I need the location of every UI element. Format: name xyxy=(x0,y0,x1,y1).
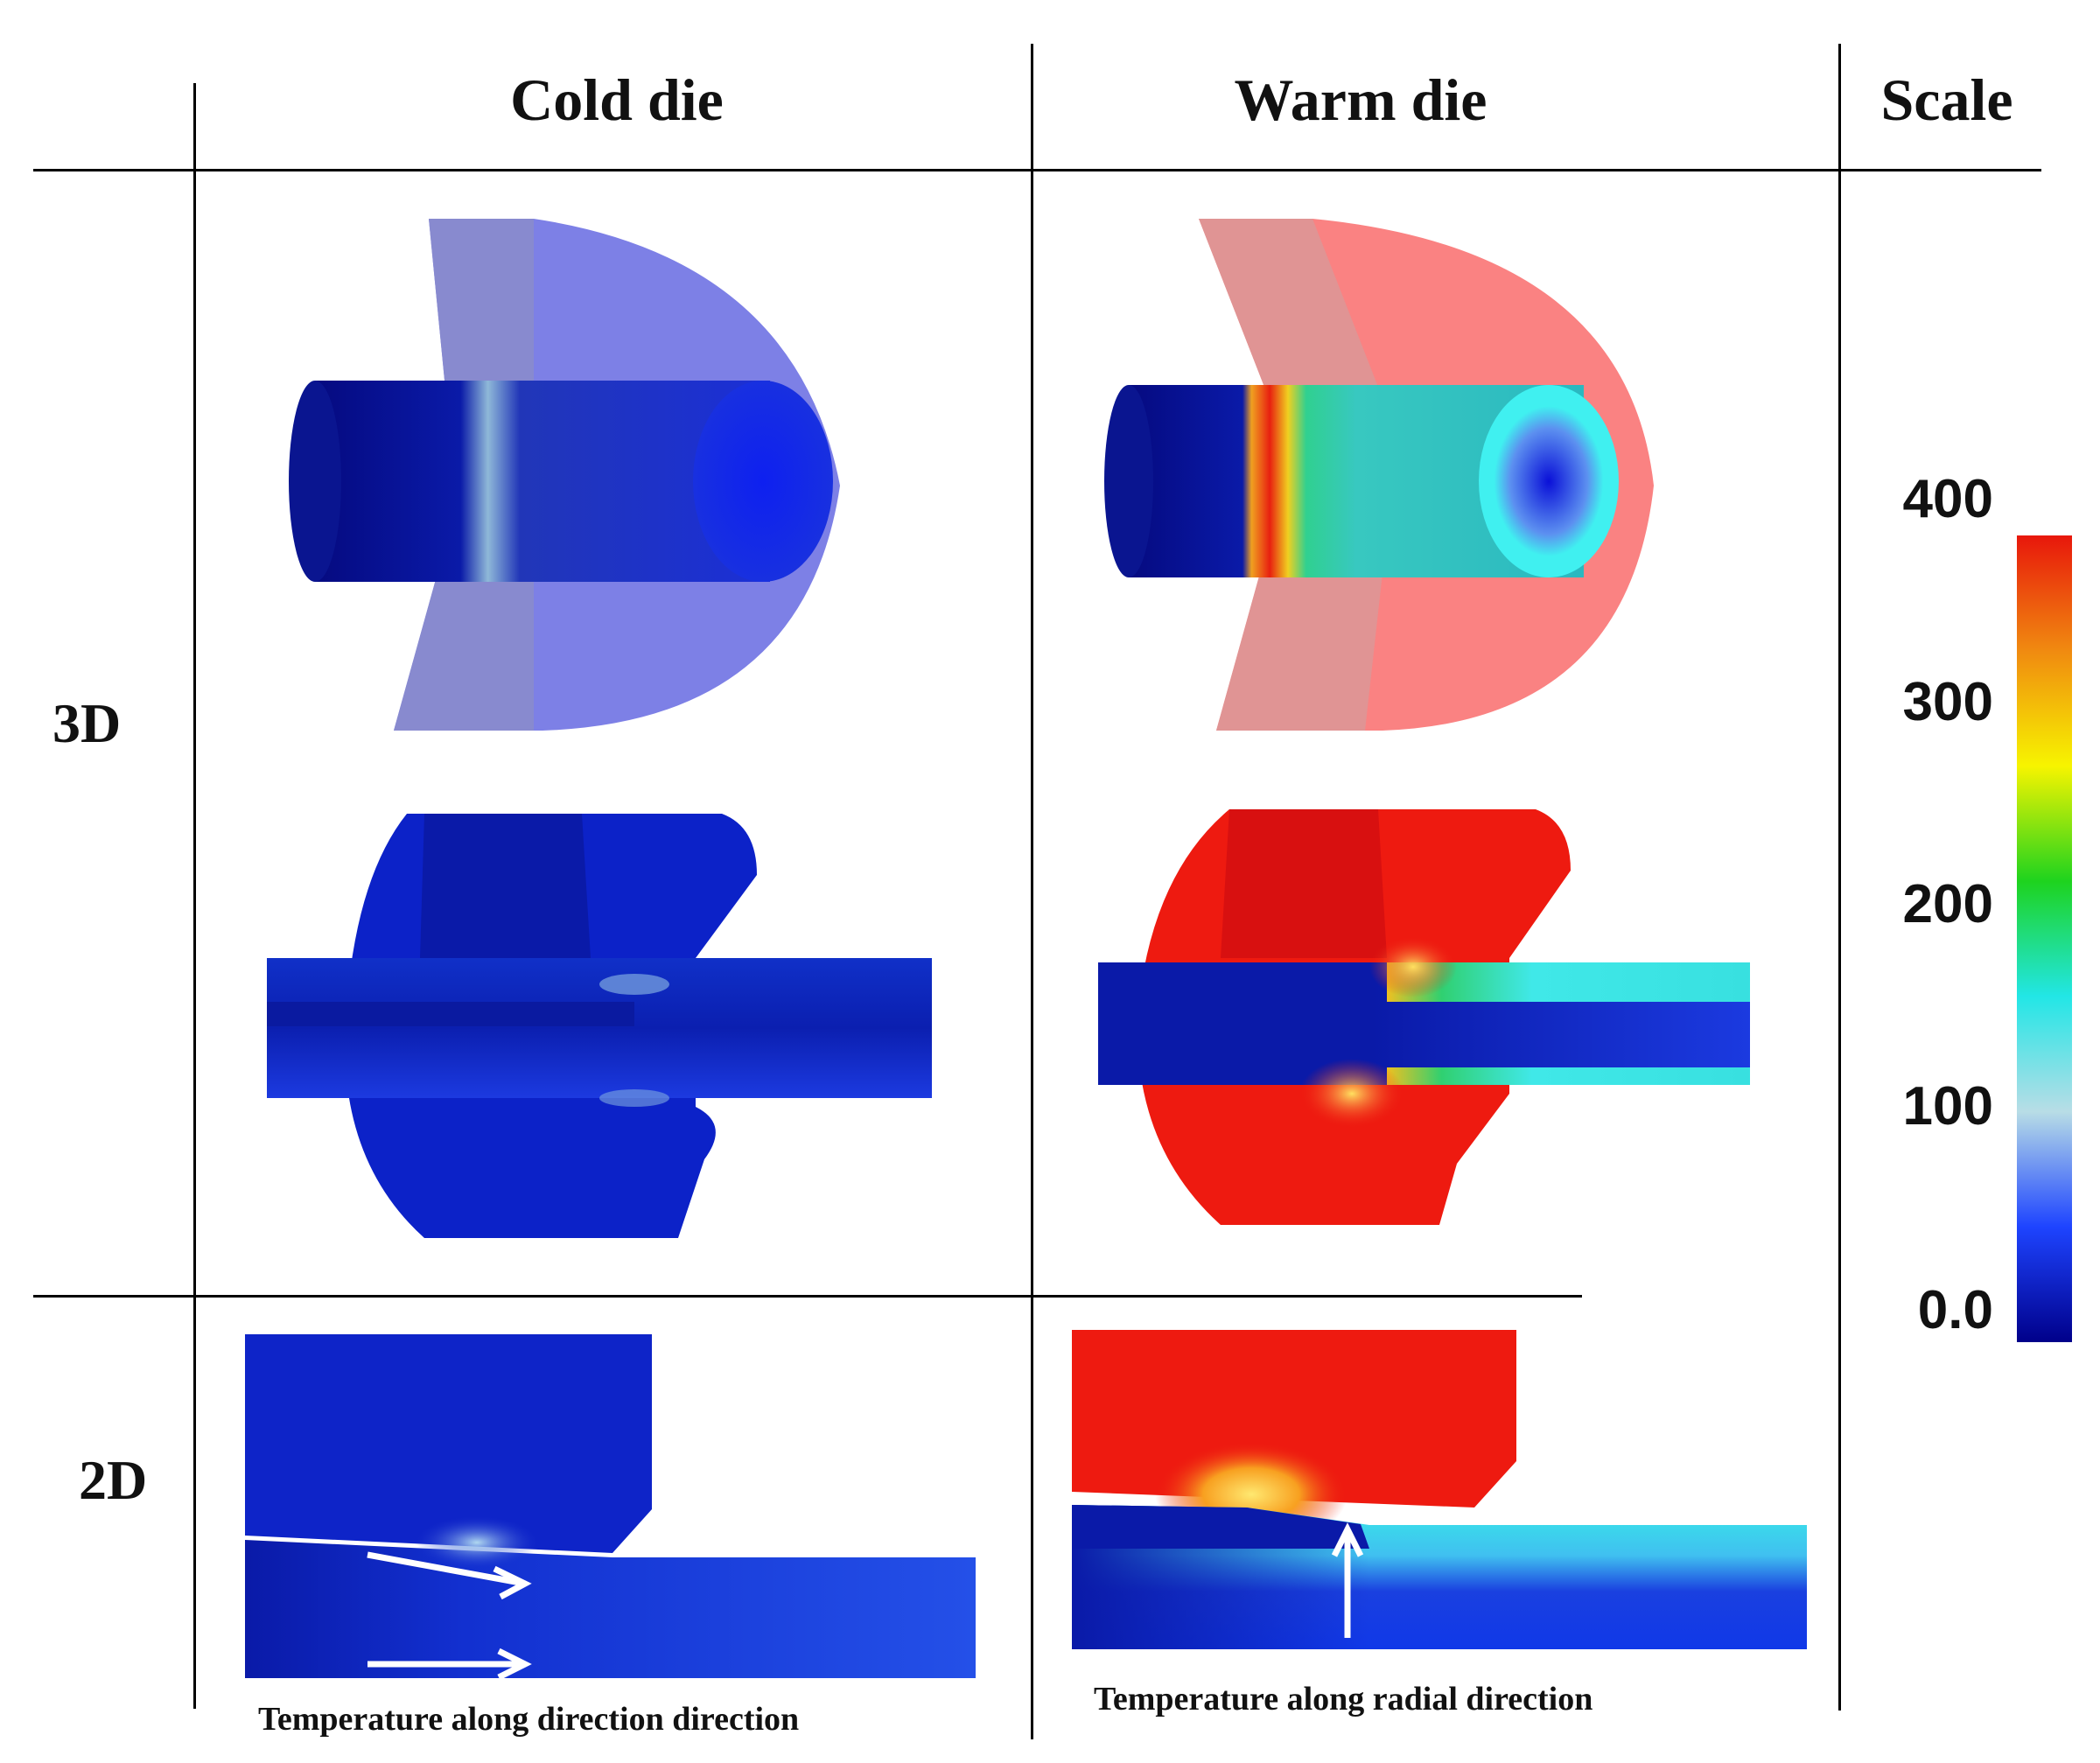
caption-warm-die: Temperature along radial direction xyxy=(1094,1681,1593,1718)
warm-die-3d-section xyxy=(1098,805,1750,1247)
warm-die-2d-view xyxy=(1072,1330,1807,1651)
scale-tick-100: 100 xyxy=(1902,1076,1993,1137)
column-divider-2 xyxy=(1031,44,1033,1739)
header-scale: Scale xyxy=(1880,66,2013,133)
row-label-3d: 3D xyxy=(52,692,122,754)
row-divider xyxy=(33,1295,1582,1298)
scale-tick-0: 0.0 xyxy=(1917,1280,1993,1340)
header-warm-die: Warm die xyxy=(1234,66,1488,133)
scale-tick-300: 300 xyxy=(1902,672,1993,732)
header-cold-die: Cold die xyxy=(510,66,724,133)
header-divider xyxy=(33,169,2041,171)
column-divider-3 xyxy=(1838,44,1841,1711)
scale-tick-200: 200 xyxy=(1902,874,1993,934)
temperature-color-bar xyxy=(2017,535,2072,1342)
warm-die-3d-view xyxy=(1102,197,1698,766)
cold-die-2d-view xyxy=(245,1334,976,1680)
cold-die-3d-section xyxy=(267,809,932,1256)
caption-cold-die: Temperature along direction direction xyxy=(258,1701,800,1738)
column-divider-1 xyxy=(193,83,196,1709)
cold-die-3d-view xyxy=(280,197,866,766)
scale-tick-400: 400 xyxy=(1902,469,1993,529)
row-label-2d: 2D xyxy=(79,1449,148,1511)
